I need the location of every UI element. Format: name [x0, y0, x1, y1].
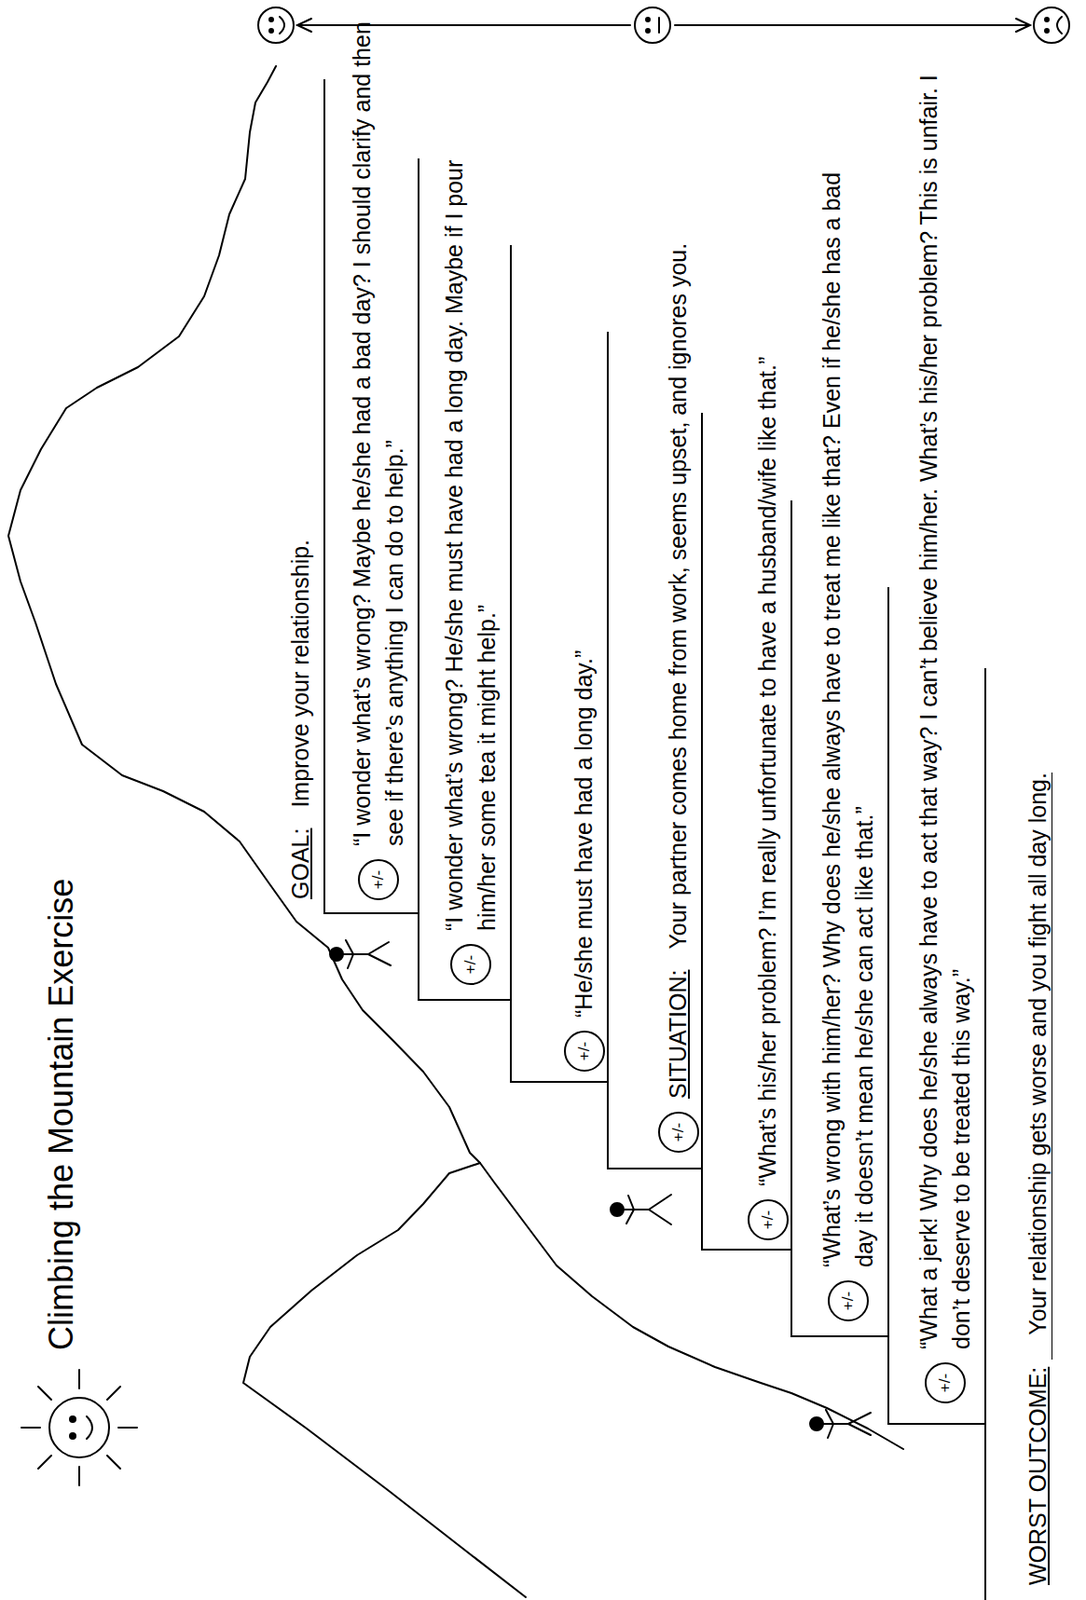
face-eye	[269, 28, 274, 33]
stair-step	[418, 158, 511, 1001]
diagram-title: Climbing the Mountain Exercise	[41, 879, 83, 1351]
stick-figure	[610, 1195, 672, 1225]
figure-head	[610, 1203, 624, 1217]
rating-circle: +/-	[924, 1362, 966, 1404]
stick-figure	[329, 940, 391, 969]
thought-step: “What’s his/her problem? I’m really unfo…	[751, 357, 784, 1241]
sun-smile	[86, 1416, 93, 1440]
face-eye	[1044, 28, 1049, 33]
sun-rays	[21, 1370, 138, 1486]
plus-minus-label: +/-	[838, 1292, 858, 1311]
mountain-ridge	[243, 1163, 526, 1598]
neutral-face	[634, 7, 671, 43]
step-heading: GOAL:	[287, 828, 314, 900]
step-text: “What’s wrong with him/her? Why does he/…	[818, 172, 878, 1268]
step-text: “What’s his/her problem? I’m really unfo…	[754, 357, 781, 1187]
plus-minus-label: +/-	[369, 870, 388, 890]
rating-circle: +/-	[747, 1199, 789, 1241]
face-eye	[646, 17, 650, 22]
thought-step: GOAL: Improve your relationship.	[284, 539, 317, 900]
face-eye	[269, 17, 274, 22]
sun	[21, 1370, 138, 1486]
mountain-ridge	[8, 66, 904, 1450]
rating-circle: +/-	[357, 859, 399, 901]
plus-minus-label: +/-	[575, 1042, 594, 1061]
sun-eye	[69, 1416, 76, 1423]
rating-circle: +/-	[658, 1112, 700, 1154]
step-text: “What a jerk! Why does he/she always hav…	[915, 74, 975, 1350]
face-outline	[1033, 7, 1070, 43]
thought-step: “He/she must have had a long day.” +/-	[567, 650, 601, 1073]
outcome-heading: WORST OUTCOME:	[1023, 1367, 1052, 1586]
plus-minus-label: +/-	[758, 1210, 778, 1230]
thought-step: “I wonder what’s wrong? Maybe he/she had…	[345, 0, 412, 901]
rating-circle: +/-	[827, 1280, 869, 1322]
plus-minus-label: +/-	[461, 955, 481, 975]
thought-step: SITUATION: Your partner comes home from w…	[661, 243, 695, 1154]
thought-step: “What’s wrong with him/her? Why does he/…	[815, 141, 881, 1322]
figure-head	[810, 1417, 824, 1431]
face-eye	[646, 28, 650, 33]
thought-step: “What a jerk! Why does he/she always hav…	[912, 27, 978, 1404]
thought-step: “I wonder what’s wrong? He/she must have…	[438, 103, 504, 986]
scale-arrow	[674, 18, 1031, 32]
stair-step	[984, 668, 987, 1600]
sun-disc	[49, 1398, 110, 1458]
figure-body	[823, 1410, 871, 1439]
stair-step	[510, 245, 608, 1083]
outcome-line: WORST OUTCOME: Your relationship gets wor…	[1021, 772, 1055, 1586]
step-text: Your partner comes home from work, seems…	[664, 243, 691, 950]
figure-body	[343, 940, 391, 969]
rating-circle: +/-	[563, 1031, 605, 1073]
stick-figure	[810, 1410, 871, 1439]
happy-face	[258, 7, 294, 43]
rating-circle: +/-	[450, 944, 492, 986]
step-text: “I wonder what’s wrong? He/she must have…	[440, 160, 500, 932]
scale-arrow	[297, 18, 631, 32]
face-mouth	[658, 17, 660, 33]
sad-face	[1033, 7, 1070, 43]
figure-head	[329, 948, 344, 962]
outcome-text: Your relationship gets worse and you fig…	[1023, 772, 1053, 1361]
face-outline	[258, 7, 294, 43]
plus-minus-label: +/-	[935, 1374, 955, 1393]
sun-eye	[69, 1433, 76, 1440]
face-eye	[1044, 17, 1049, 22]
face-mouth	[1057, 16, 1062, 34]
step-text: “He/she must have had a long day.”	[570, 650, 597, 1018]
face-outline	[634, 7, 671, 43]
step-text: “I wonder what’s wrong? Maybe he/she had…	[348, 21, 408, 847]
face-mouth	[279, 16, 285, 34]
step-text: Improve your relationship.	[287, 539, 314, 809]
step-heading: SITUATION:	[664, 970, 691, 1100]
plus-minus-label: +/-	[669, 1123, 688, 1142]
figure-body	[623, 1195, 672, 1225]
